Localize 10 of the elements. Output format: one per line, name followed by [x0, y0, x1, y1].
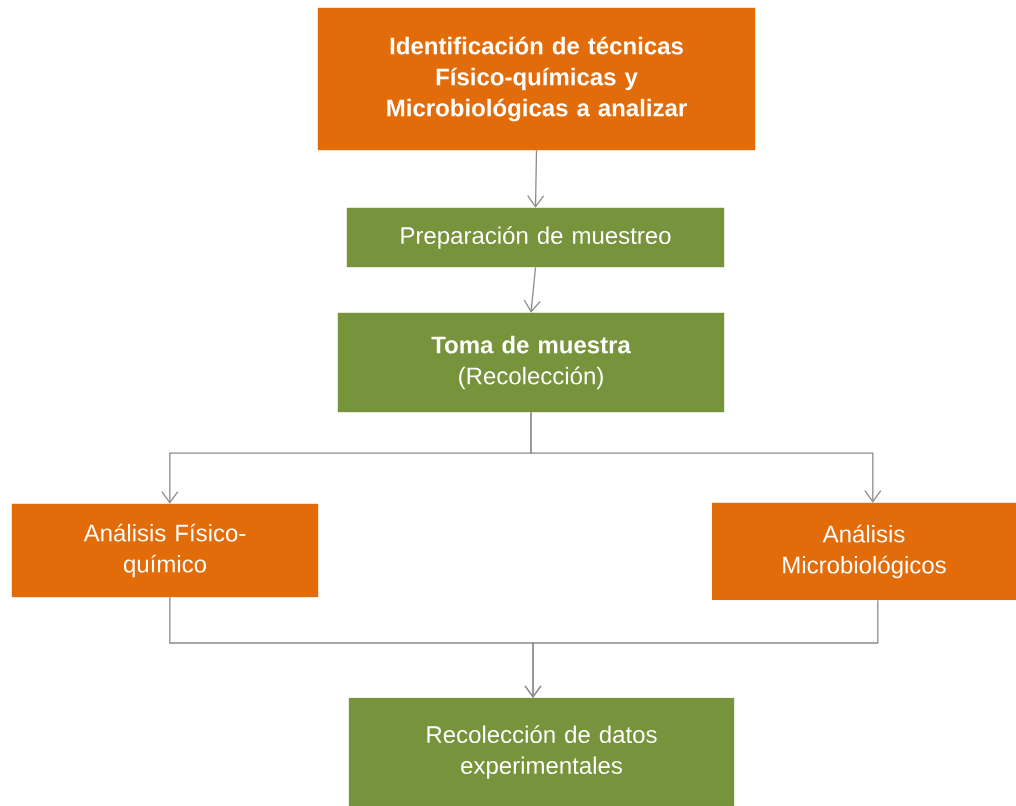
arrow [524, 599, 879, 698]
arrow [530, 411, 882, 503]
process-box: Identificación de técnicas Físico-químicas y Microbiológicas a analizar [317, 7, 756, 151]
process-box: Análisis Microbiológicos [711, 502, 1016, 601]
process-box: Análisis Físico-químico [11, 503, 319, 598]
process-box: Recolección de datos experimentales [348, 697, 735, 806]
process-box: Toma de muestra (Recolección) [337, 312, 725, 413]
arrow [523, 266, 541, 313]
arrow [527, 149, 545, 208]
process-box: Preparación de muestreo [346, 207, 725, 268]
